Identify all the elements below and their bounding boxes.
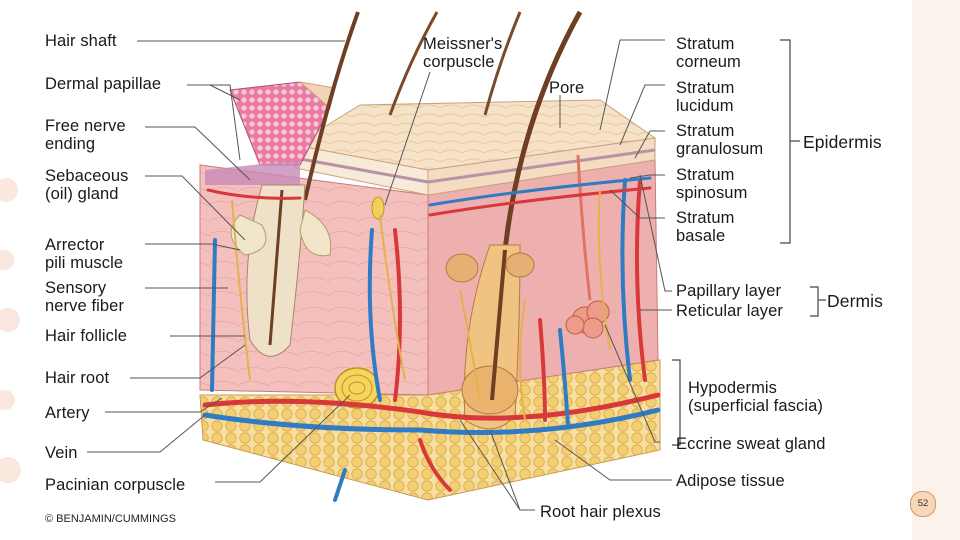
leader-lines (87, 39, 672, 511)
right-side-panel (912, 0, 960, 540)
label-stratum-lucidum: Stratum lucidum (676, 79, 735, 115)
page-number-badge: 52 (910, 491, 936, 517)
group-label-dermis: Dermis (827, 291, 884, 311)
label-pore: Pore (549, 79, 585, 97)
copyright-notice: © BENJAMIN/CUMMINGS (45, 513, 176, 525)
dermal-papillae-cutaway (205, 81, 336, 185)
label-stratum-granulosum: Stratum granulosum (676, 122, 764, 158)
label-arrector-pili-muscle: Arrector pili muscle (45, 236, 124, 272)
nerve-fibers (231, 189, 611, 421)
label-meissners-corpuscle: Meissner's corpuscle (423, 35, 503, 71)
left-decoration (0, 178, 21, 483)
label-eccrine-sweat-gland: Eccrine sweat gland (676, 435, 826, 453)
label-hair-root: Hair root (45, 369, 110, 387)
epidermis-front-layers (294, 137, 656, 196)
group-label-epidermis: Epidermis (803, 132, 882, 152)
label-adipose-tissue: Adipose tissue (676, 472, 785, 490)
label-root-hair-plexus: Root hair plexus (540, 503, 661, 521)
label-papillary-layer: Papillary layer (676, 282, 782, 300)
label-dermal-papillae: Dermal papillae (45, 75, 162, 93)
epidermis-top-surface (293, 99, 657, 171)
label-stratum-corneum: Stratum corneum (676, 35, 741, 71)
label-stratum-basale: Stratum basale (676, 209, 735, 245)
label-vein: Vein (45, 444, 78, 462)
label-sebaceous-gland: Sebaceous (oil) gland (45, 167, 129, 203)
brackets (672, 39, 826, 446)
blood-vessels (202, 176, 661, 502)
right-hair-follicle (445, 244, 535, 430)
label-hair-follicle: Hair follicle (45, 327, 127, 345)
label-free-nerve-ending: Free nerve ending (45, 117, 126, 153)
label-stratum-spinosum: Stratum spinosum (676, 166, 748, 202)
label-sensory-nerve-fiber: Sensory nerve fiber (45, 279, 125, 315)
label-hypodermis: Hypodermis (superficial fascia) (688, 379, 823, 415)
dermis-front-face (199, 164, 429, 396)
left-hair-follicle (230, 184, 332, 357)
label-reticular-layer: Reticular layer (676, 302, 783, 320)
hair-shafts (303, 10, 583, 251)
label-artery: Artery (45, 404, 90, 422)
meissner-corpuscle (371, 196, 385, 220)
label-pacinian-corpuscle: Pacinian corpuscle (45, 476, 186, 494)
label-hair-shaft: Hair shaft (45, 32, 117, 50)
